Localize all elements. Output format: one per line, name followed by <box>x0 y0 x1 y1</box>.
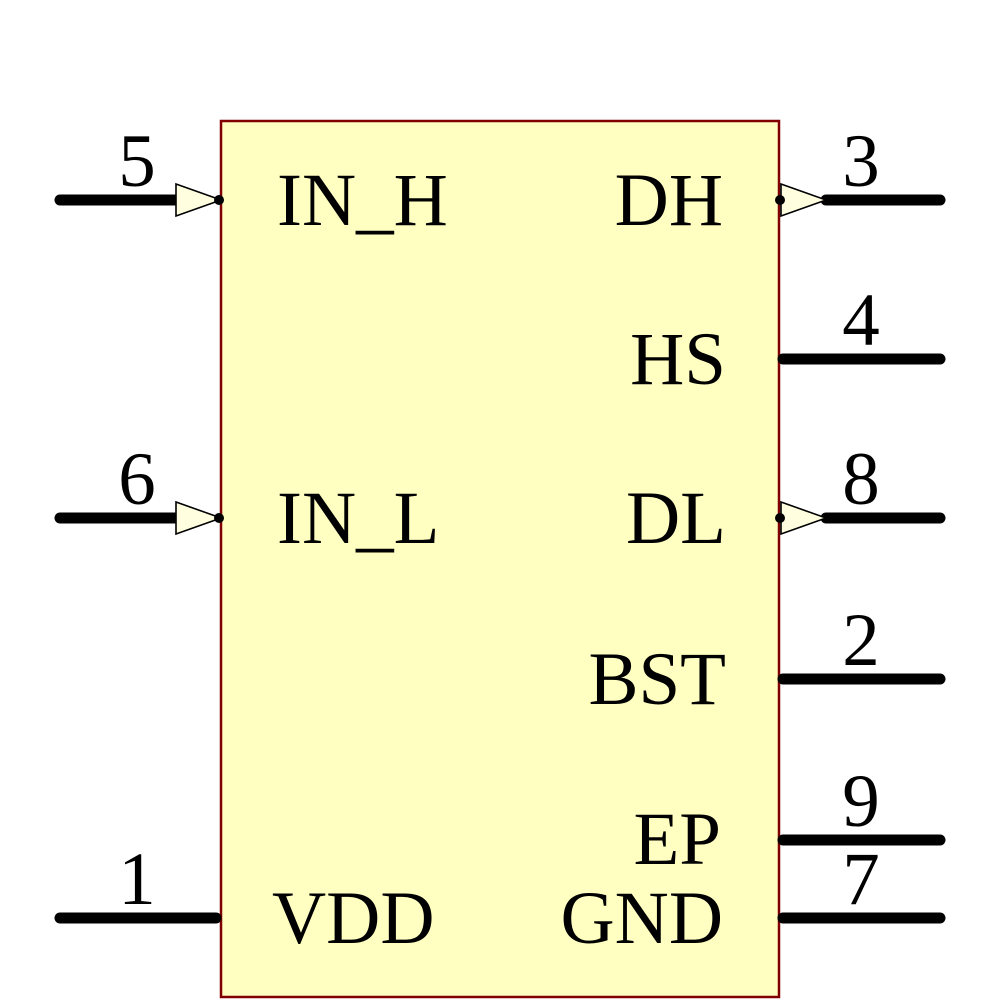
pin-vdd: 1 VDD <box>54 838 435 960</box>
pin-number: 9 <box>842 760 880 843</box>
pin-number: 6 <box>118 438 156 521</box>
pin-in-h: 5 IN_H <box>54 120 448 242</box>
pin-hs: 4 HS <box>630 279 946 401</box>
input-arrow-icon <box>175 500 224 536</box>
pin-connection-dot <box>214 195 224 205</box>
pin-name: DH <box>615 159 723 242</box>
pin-connection-dot <box>775 513 785 523</box>
pin-number: 4 <box>842 279 880 362</box>
pin-name: DL <box>626 477 726 560</box>
pin-gnd: 7 GND <box>561 838 946 960</box>
pin-name: EP <box>633 798 721 881</box>
component-body <box>219 119 781 999</box>
pin-name: GND <box>561 877 724 960</box>
pin-number: 3 <box>842 120 880 203</box>
pin-connection-dot <box>775 195 785 205</box>
pin-in-l: 6 IN_L <box>54 438 439 560</box>
input-arrow-icon <box>175 182 224 218</box>
pin-number: 2 <box>842 599 880 682</box>
pin-name: VDD <box>272 877 435 960</box>
pin-ep: 9 EP <box>633 760 946 881</box>
pin-name: HS <box>630 318 726 401</box>
output-arrow-icon <box>780 500 829 536</box>
pin-dh: 3 DH <box>615 120 946 242</box>
pin-number: 8 <box>842 438 880 521</box>
pin-name: BST <box>588 638 726 721</box>
pin-number: 1 <box>118 838 156 921</box>
pin-connection-dot <box>214 513 224 523</box>
pin-name: IN_L <box>277 477 439 560</box>
output-arrow-icon <box>780 182 829 218</box>
pin-name: IN_H <box>277 159 448 242</box>
pin-number: 5 <box>118 120 156 203</box>
pin-number: 7 <box>842 838 880 921</box>
pin-bst: 2 BST <box>588 599 946 721</box>
pin-dl: 8 DL <box>626 438 946 560</box>
